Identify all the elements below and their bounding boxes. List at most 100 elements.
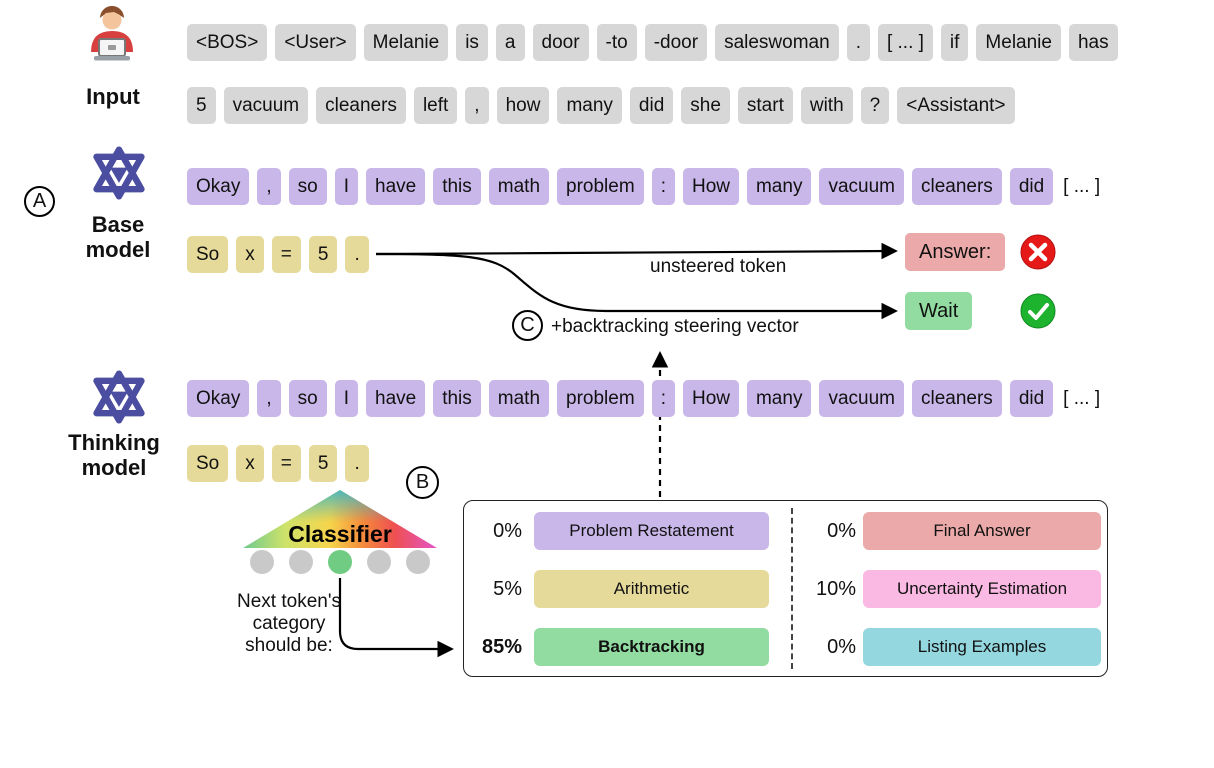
- token: vacuum: [819, 168, 904, 205]
- classifier-output-dot-active: [328, 550, 352, 574]
- token: did: [629, 87, 674, 124]
- token: ,: [257, 168, 281, 205]
- probability-value: 10%: [815, 578, 856, 600]
- thinking-model-logo-icon: [92, 370, 146, 429]
- token: -to: [596, 24, 637, 61]
- token: Okay: [187, 168, 250, 205]
- steered-output-token: Wait: [905, 292, 973, 330]
- cross-icon: [1019, 233, 1057, 276]
- token: did: [1009, 168, 1054, 205]
- ellipsis-text: [ ... ]: [1063, 387, 1101, 409]
- probability-value: 5%: [493, 578, 522, 600]
- token: 5: [308, 445, 338, 482]
- token: <BOS>: [187, 24, 268, 61]
- category-listing-examples: Listing Examples: [863, 628, 1101, 666]
- classifier-output-dot: [250, 550, 274, 574]
- token: Melanie: [363, 24, 449, 61]
- caption-line: Next token's: [237, 591, 341, 612]
- caption-line: should be:: [245, 635, 333, 656]
- token: many: [557, 87, 622, 124]
- token: start: [737, 87, 793, 124]
- base-model-logo-icon: [92, 146, 146, 205]
- token: :: [651, 380, 675, 417]
- table-row: 85% Backtracking 0% Listing Examples: [464, 628, 1107, 666]
- unsteered-arrow: [375, 242, 898, 260]
- steered-arrow: [375, 252, 898, 320]
- token: cleaners: [911, 168, 1002, 205]
- next-token-caption: Next token's category should be:: [203, 591, 375, 657]
- token: :: [651, 168, 675, 205]
- token: have: [366, 380, 426, 417]
- table-row: 5% Arithmetic 10% Uncertainty Estimation: [464, 570, 1107, 608]
- user-laptop-icon: [82, 6, 142, 69]
- token: how: [496, 87, 550, 124]
- token: cleaners: [911, 380, 1002, 417]
- classifier-output-dot: [289, 550, 313, 574]
- token: did: [1009, 380, 1054, 417]
- caption-line: category: [252, 613, 326, 634]
- probability-value: 0%: [827, 520, 856, 542]
- token: ,: [465, 87, 489, 124]
- token: I: [334, 168, 358, 205]
- table-row: 0% Problem Restatement 0% Final Answer: [464, 512, 1107, 550]
- token: x: [236, 236, 264, 273]
- token: x: [236, 445, 264, 482]
- marker-a: A: [24, 186, 55, 217]
- token: ?: [860, 87, 890, 124]
- token: vacuum: [223, 87, 309, 124]
- probability-value: 0%: [493, 520, 522, 542]
- token: How: [682, 380, 739, 417]
- token: Melanie: [976, 24, 1061, 61]
- category-problem-restatement: Problem Restatement: [534, 512, 769, 550]
- category-final-answer: Final Answer: [863, 512, 1101, 550]
- token: with: [800, 87, 853, 124]
- unsteered-token-label: unsteered token: [650, 256, 787, 277]
- token: this: [433, 380, 481, 417]
- token: problem: [557, 168, 644, 205]
- token: vacuum: [819, 380, 904, 417]
- thinking-model-label-line1: Thinking: [68, 430, 160, 455]
- token: door: [532, 24, 589, 61]
- ellipsis-text: [ ... ]: [1063, 175, 1101, 197]
- probability-value: 85%: [481, 636, 522, 658]
- token: if: [940, 24, 969, 61]
- unsteered-output-token: Answer:: [905, 233, 1006, 271]
- token: .: [846, 24, 870, 61]
- token: have: [366, 168, 426, 205]
- token: 5: [308, 236, 338, 273]
- table-divider: [791, 508, 793, 669]
- token: this: [433, 168, 481, 205]
- token: How: [682, 168, 739, 205]
- classifier-output-dot: [406, 550, 430, 574]
- input-label: Input: [86, 84, 140, 109]
- token: =: [271, 445, 301, 482]
- category-backtracking: Backtracking: [534, 628, 769, 666]
- token: So: [187, 236, 229, 273]
- token: many: [746, 168, 812, 205]
- steering-vector-label: +backtracking steering vector: [551, 316, 799, 337]
- token: many: [746, 380, 812, 417]
- category-arithmetic: Arithmetic: [534, 570, 769, 608]
- token: math: [488, 168, 550, 205]
- token: problem: [557, 380, 644, 417]
- classifier-output-dot: [367, 550, 391, 574]
- token: so: [288, 380, 327, 417]
- token: Okay: [187, 380, 250, 417]
- token: .: [345, 236, 369, 273]
- probability-value: 0%: [827, 636, 856, 658]
- token: =: [271, 236, 301, 273]
- category-probability-table: 0% Problem Restatement 0% Final Answer 5…: [463, 500, 1108, 677]
- token: ,: [257, 380, 281, 417]
